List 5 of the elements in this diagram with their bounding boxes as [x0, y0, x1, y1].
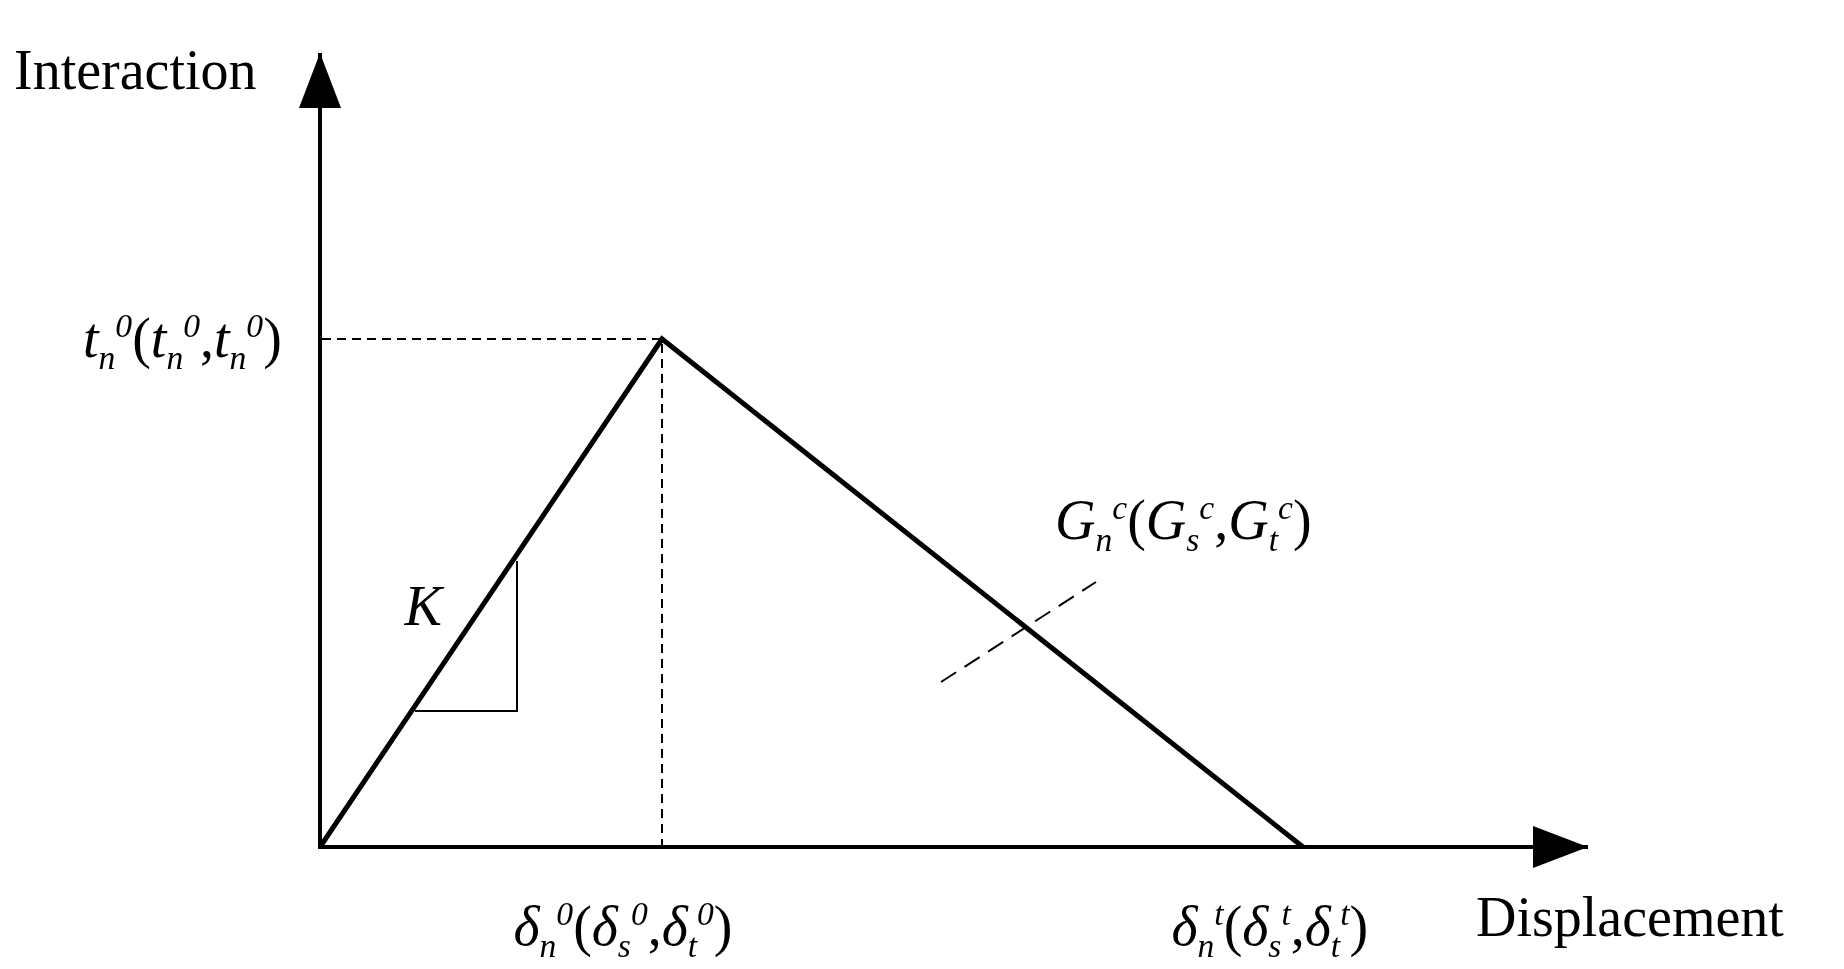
fracture-energy-label: G$_{n}$$^{c}$(G$_{s}$$^{c}$,G$_{t}$$^{c}$) — [1055, 490, 1312, 556]
axis-title: Interaction — [14, 42, 257, 98]
peak-traction-label: t$_{n}$$^{0}$(t$_{n}$$^{0}$,t$_{n}$$^{0}$) — [83, 308, 282, 374]
failure-displacement-label: δ$_{n}$$^{t}$(δ$_{s}$$^{t}$,δ$_{t}$$^{t}$) — [1171, 896, 1369, 962]
initiation-displacement-label: δ$_{n}$$^{0}$(δ$_{s}$$^{0}$,δ$_{t}$$^{0}$) — [513, 896, 733, 962]
